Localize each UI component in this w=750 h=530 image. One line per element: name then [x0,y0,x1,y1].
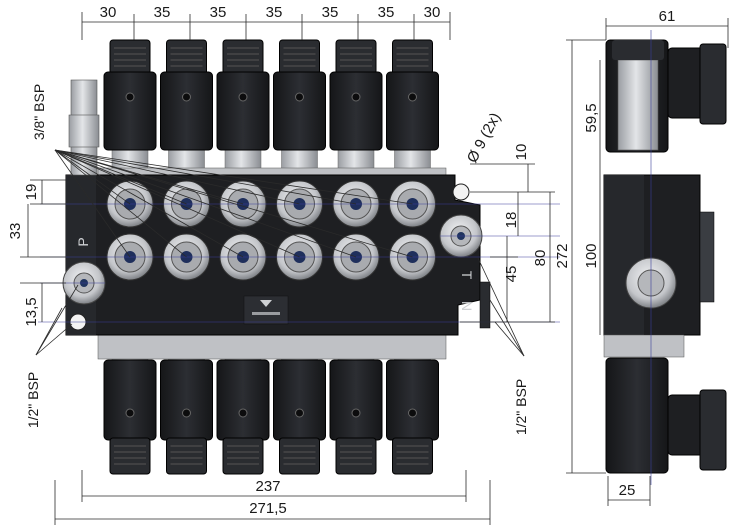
dim-33: 33 [7,223,24,240]
bottom-dimension-237: 237 [81,470,467,502]
coil-top [386,39,439,151]
label-1-2-bsp-right: 1/2" BSP [513,379,529,435]
dim-top-section: 30 [100,4,117,21]
leaders-3-8-bsp [54,149,413,258]
coil-bottom [273,359,326,475]
top-dimensions: 30 35 35 35 35 35 30 [100,4,441,40]
coil-bottom [216,359,270,475]
port-p-label: P [75,237,91,246]
port-t-label: T [459,271,475,280]
mounting-hole-top [452,183,470,201]
coil-top [160,39,213,151]
port-n-label: N [459,301,475,311]
coil-bottom [103,359,157,475]
dim-top-section: 35 [266,4,283,21]
dim-80: 80 [532,250,549,267]
coil-bottom [160,359,213,475]
dim-237: 237 [255,478,280,495]
dim-45: 45 [503,266,520,283]
left-dimensions: 19 33 13,5 [7,179,66,327]
dim-25: 25 [619,482,636,499]
dim-top-section: 35 [154,4,171,21]
solenoid-coils-bottom [103,359,439,475]
dim-18: 18 [503,212,520,229]
coil-top [329,39,383,151]
dim-10: 10 [513,144,530,161]
side-view [603,30,727,485]
coil-bottom [329,359,383,475]
dim-271-5: 271,5 [249,500,287,517]
dim-top-section: 35 [378,4,395,21]
dim-hole-diameter: Ø 9 (2x) [464,110,504,166]
stem-bands-top [111,149,431,171]
coil-top [103,39,157,151]
dim-272: 272 [554,243,571,268]
dim-top-section: 35 [210,4,227,21]
dim-100: 100 [583,243,600,268]
solenoid-coils-top [103,39,439,151]
dim-top-section: 35 [322,4,339,21]
leaders-1-2-bsp [35,257,525,357]
dim-61: 61 [659,8,676,25]
label-1-2-bsp-left: 1/2" BSP [25,372,41,428]
bottom-dimension-271: 271,5 [54,480,491,525]
top-dimension-chain [81,12,451,40]
side-dimensions: 61 272 59,5 100 25 [554,8,729,506]
dim-top-section: 30 [424,4,441,21]
label-3-8-bsp: 3/8" BSP [31,84,47,140]
coil-top [273,39,326,151]
coil-top [216,39,270,151]
coil-bottom [386,359,439,475]
dim-59-5: 59,5 [583,103,600,132]
dim-19: 19 [23,184,40,201]
dim-13-5: 13,5 [23,297,40,326]
